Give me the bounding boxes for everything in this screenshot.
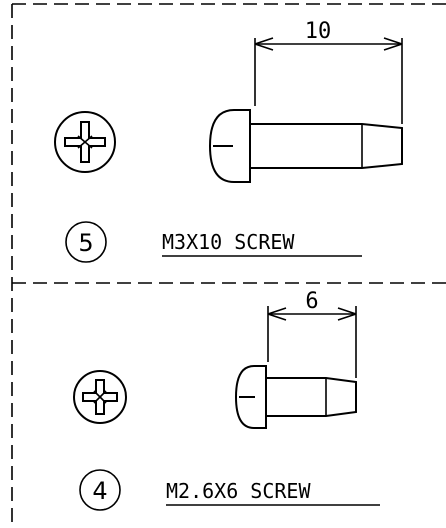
dimension-value: 10	[305, 19, 332, 44]
section-m3x10: 10 5 M3X10 SCREW	[54, 19, 403, 263]
item-number: 5	[78, 229, 93, 257]
part-label: M2.6X6 SCREW	[166, 479, 311, 503]
item-number: 4	[92, 477, 107, 505]
dimension-line	[267, 306, 357, 378]
section-m2-6x6: 6 4 M2.6X6 SCREW	[73, 289, 380, 511]
screw-side-view-icon	[234, 365, 357, 429]
frame-border	[11, 3, 446, 528]
item-number-balloon	[79, 469, 121, 511]
screw-side-view-icon	[208, 109, 403, 183]
phillips-head-front-view-icon	[73, 370, 127, 424]
part-label: M3X10 SCREW	[162, 230, 295, 254]
dimension-value: 6	[305, 289, 318, 314]
item-number-balloon	[65, 221, 107, 263]
dimension-line	[254, 37, 403, 124]
phillips-head-front-view-icon	[54, 111, 116, 173]
